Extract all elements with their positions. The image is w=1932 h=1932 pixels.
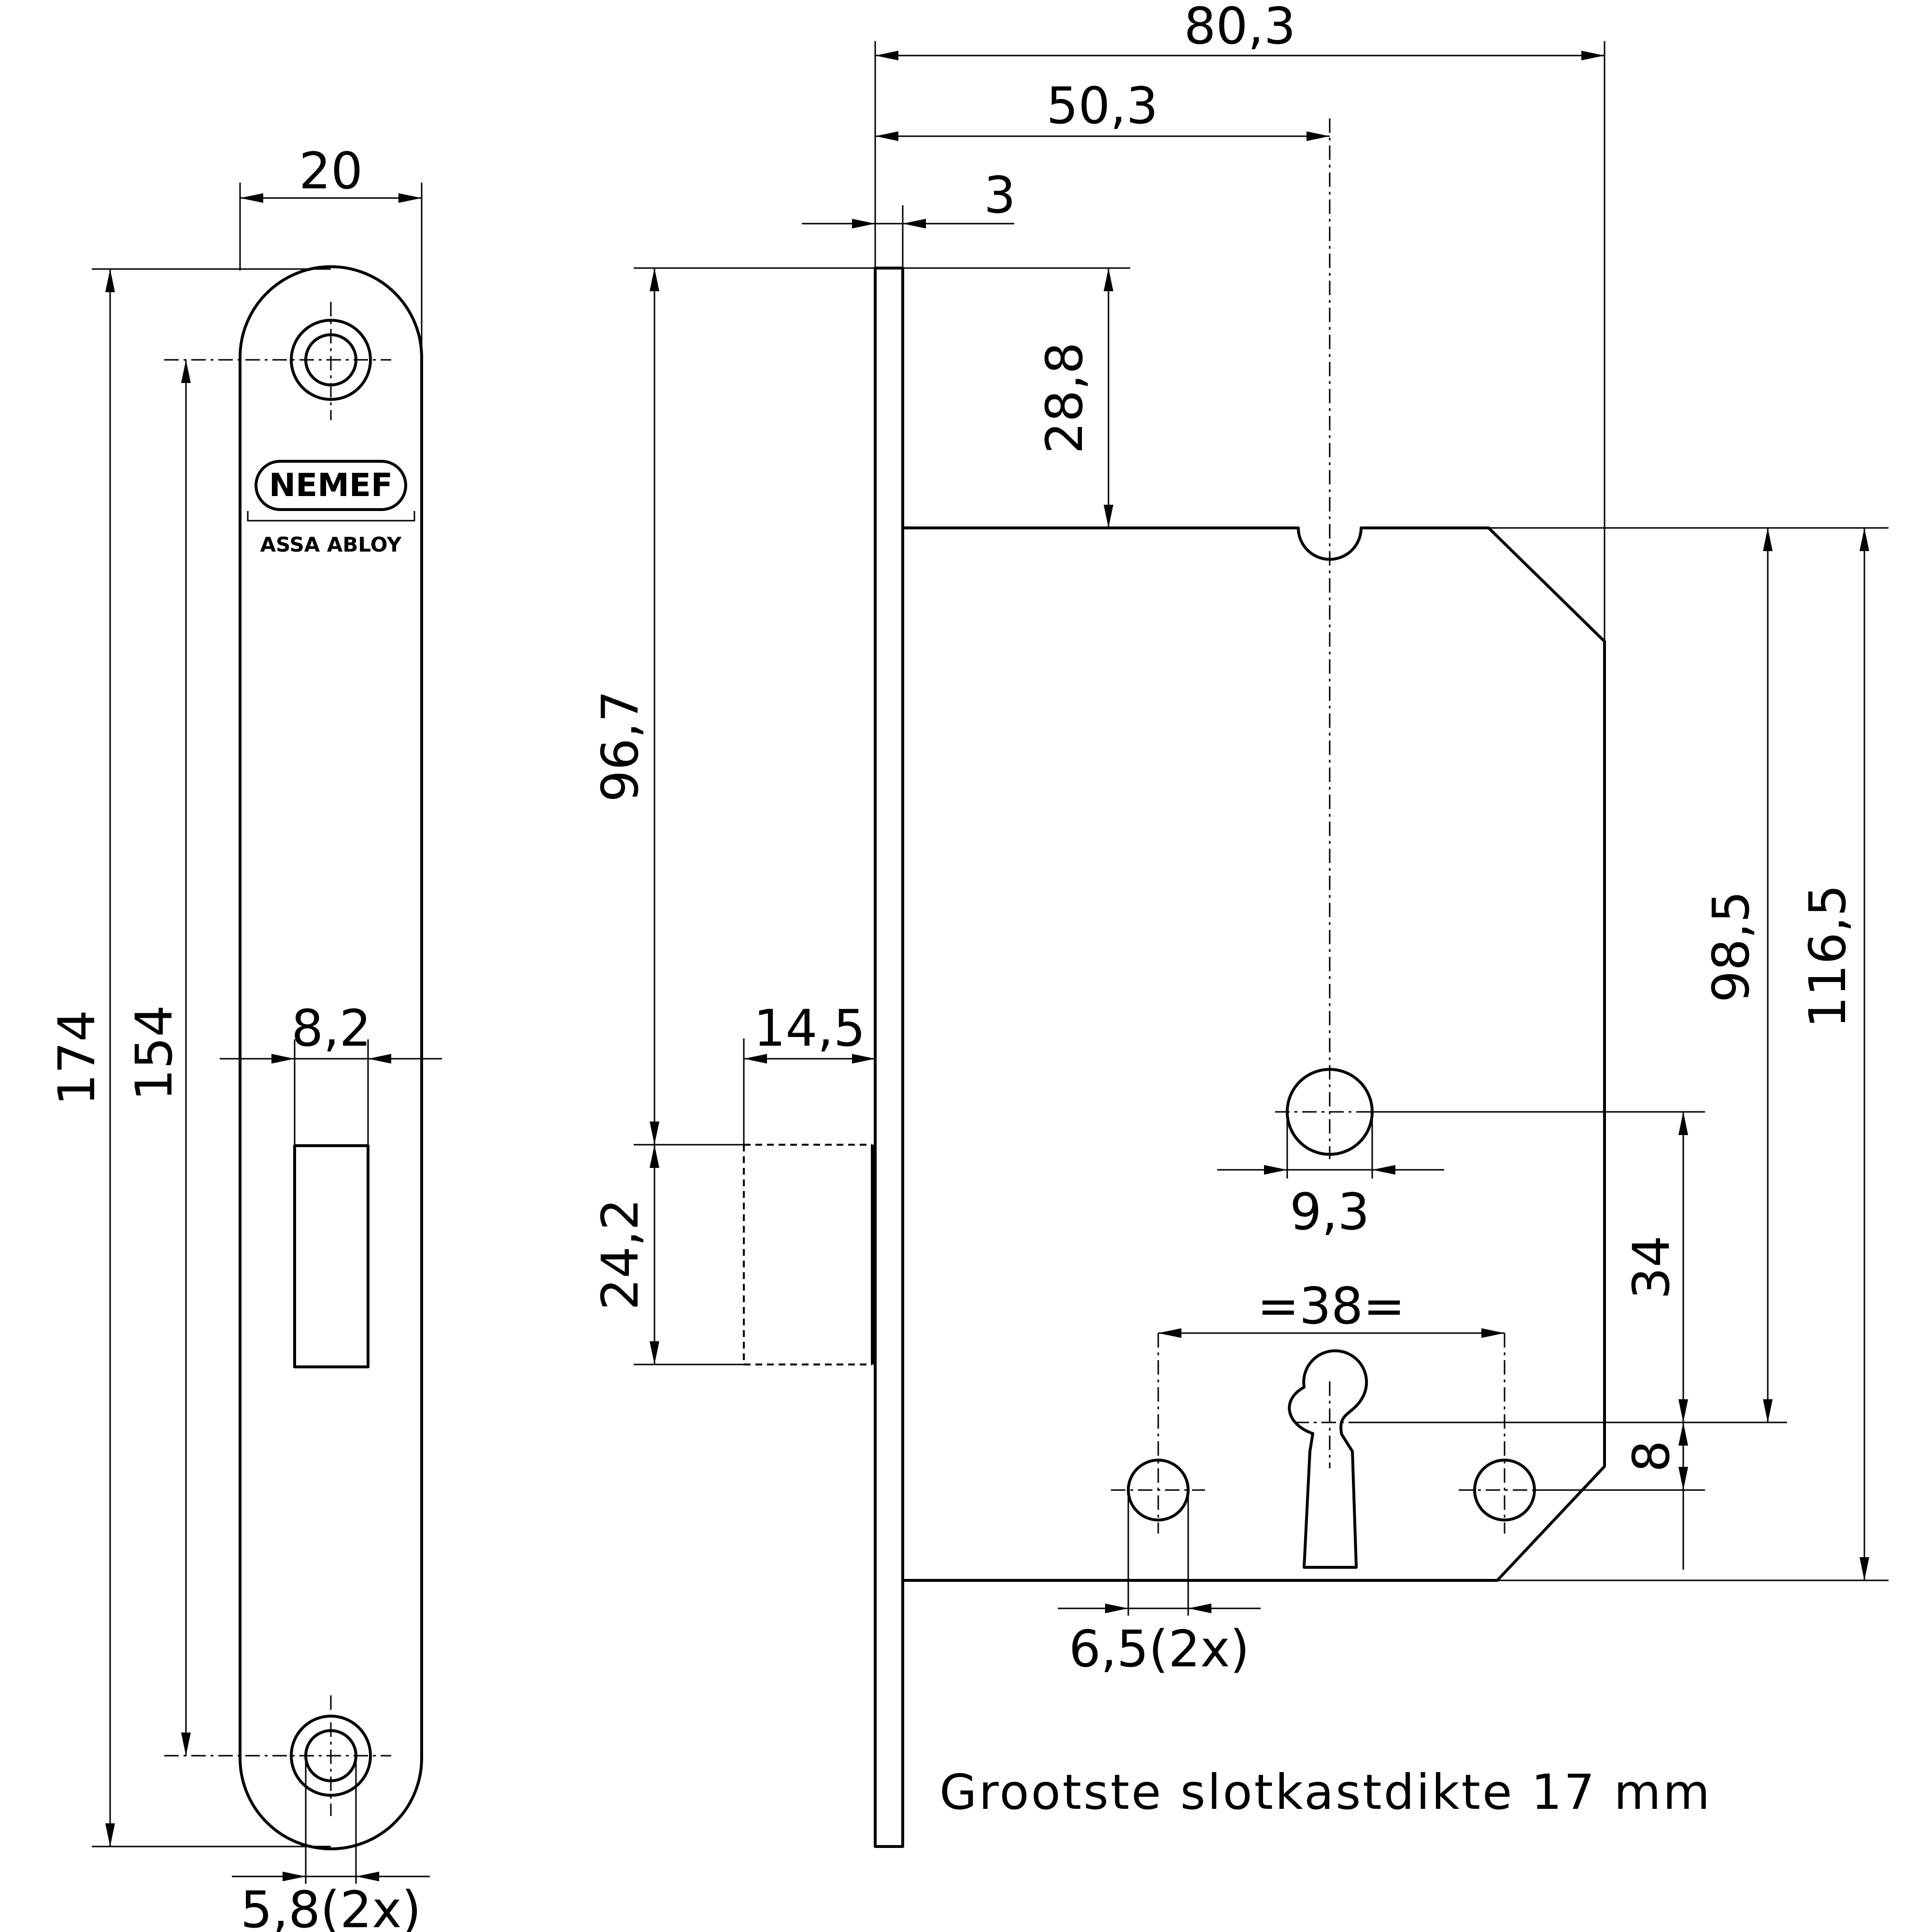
bottom-screw-hole xyxy=(164,1695,391,1816)
svg-text:24,2: 24,2 xyxy=(591,1198,650,1310)
dim-top-to-case: 28,8 xyxy=(634,267,1130,528)
svg-text:154: 154 xyxy=(125,1005,184,1101)
dim-latch-height: 24,2 xyxy=(591,1144,744,1365)
dim-backset: 50,3 xyxy=(875,76,1330,141)
svg-text:14,5: 14,5 xyxy=(753,999,866,1058)
svg-text:80,3: 80,3 xyxy=(1184,0,1296,56)
svg-text:20: 20 xyxy=(299,142,363,200)
lock-body-outline xyxy=(903,526,1606,1582)
dim-top-case-to-keyhole: 98,5 xyxy=(1702,528,1773,1422)
svg-text:34: 34 xyxy=(1622,1236,1681,1299)
dim-case-height: 116,5 xyxy=(1798,528,1869,1580)
dim-slot-width: 8,2 xyxy=(220,999,442,1146)
brand-name: NEMEF xyxy=(269,467,393,504)
dim-follower-to-keyhole: 34 xyxy=(1622,1112,1688,1422)
svg-text:=38=: =38= xyxy=(1257,1277,1406,1335)
strike-plate-outline xyxy=(239,265,423,1850)
top-screw-hole xyxy=(164,302,391,420)
brand-subtitle: ASSA ABLOY xyxy=(260,533,402,556)
dim-plate-height: 174 xyxy=(47,268,331,1847)
dim-latch-throw: 14,5 xyxy=(743,999,875,1145)
svg-text:9,3: 9,3 xyxy=(1290,1182,1369,1241)
svg-text:6,5(2x): 6,5(2x) xyxy=(1069,1619,1250,1678)
dim-faceplate-thickness: 3 xyxy=(802,166,1016,268)
svg-text:5,8(2x): 5,8(2x) xyxy=(241,1880,421,1932)
thickness-note: Grootste slotkastdikte 17 mm xyxy=(939,1764,1712,1820)
dim-top-to-latch: 96,7 xyxy=(591,268,659,1145)
dim-follower-diameter: 9,3 xyxy=(1217,1112,1444,1241)
svg-text:8: 8 xyxy=(1622,1440,1681,1472)
svg-text:28,8: 28,8 xyxy=(1035,342,1094,454)
strike-plate: NEMEF ASSA ABLOY 20 174 xyxy=(47,142,442,1932)
follower-hole xyxy=(1275,118,1381,1159)
dim-hole-pitch: 154 xyxy=(125,360,191,1756)
svg-text:174: 174 xyxy=(47,1010,106,1106)
lock-case: 80,3 50,3 3 28,8 xyxy=(591,0,1889,1848)
latch-bolt xyxy=(743,1144,874,1365)
svg-text:50,3: 50,3 xyxy=(1046,76,1158,135)
svg-text:3: 3 xyxy=(984,166,1016,225)
dim-screw-spacing: =38= xyxy=(1158,1277,1505,1338)
latch-slot xyxy=(293,1144,369,1368)
screw-hole-left xyxy=(1111,1333,1205,1534)
svg-text:96,7: 96,7 xyxy=(591,690,650,802)
dim-screw-hole-diameter: 6,5(2x) xyxy=(1058,1490,1261,1678)
svg-text:98,5: 98,5 xyxy=(1702,891,1761,1003)
keyhole xyxy=(1288,1349,1368,1569)
screw-hole-right xyxy=(1459,1333,1550,1534)
svg-text:8,2: 8,2 xyxy=(291,999,371,1058)
dim-plate-width: 20 xyxy=(239,142,423,357)
dim-keyhole-to-screws: 8 xyxy=(1622,1422,1688,1570)
dim-total-depth: 80,3 xyxy=(874,0,1605,641)
nemef-logo: NEMEF ASSA ABLOY xyxy=(247,460,415,556)
faceplate xyxy=(874,267,904,1848)
svg-text:116,5: 116,5 xyxy=(1798,884,1857,1028)
dim-hole-diameter: 5,8(2x) xyxy=(232,1756,430,1932)
